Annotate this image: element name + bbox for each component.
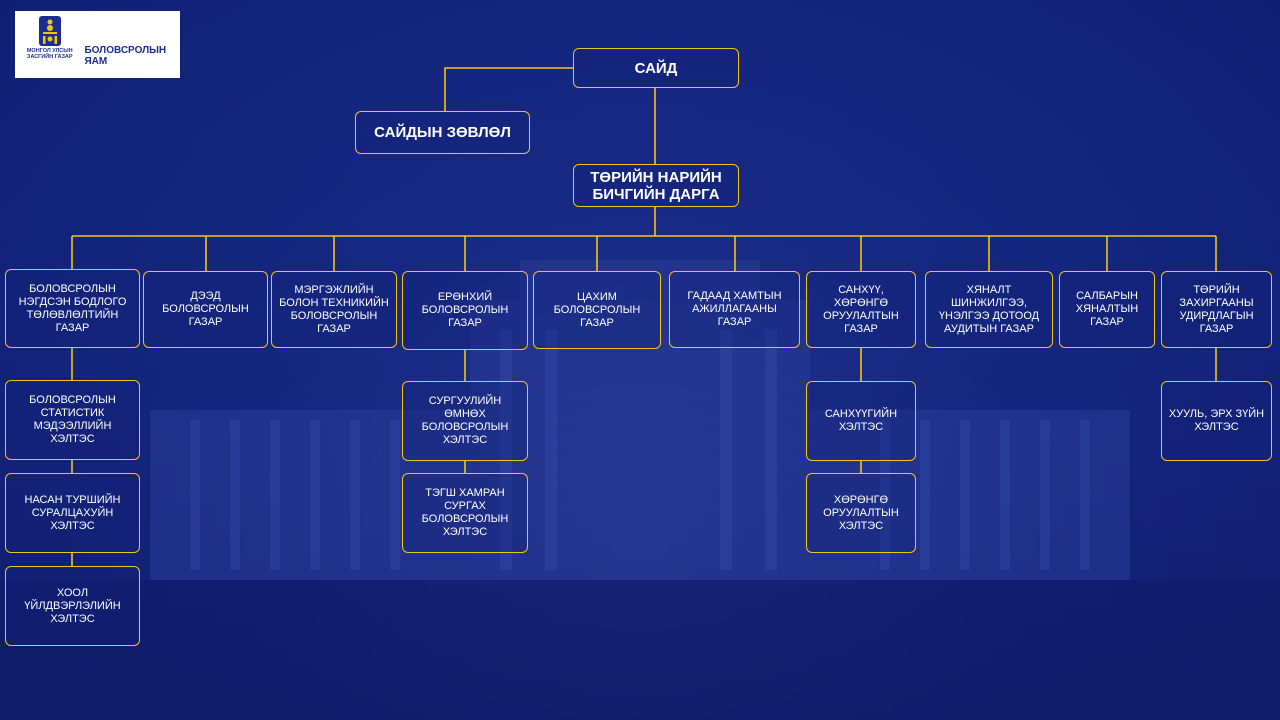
division-label: САНХҮҮГИЙН ХЭЛТЭС <box>824 408 898 433</box>
department-box: ЦАХИМ БОЛОВСРОЛЫН ГАЗАР <box>533 271 661 349</box>
division-label: НАСАН ТУРШИЙН СУРАЛЦАХУЙН ХЭЛТЭС <box>24 493 121 532</box>
department-box: МЭРГЭЖЛИЙН БОЛОН ТЕХНИКИЙН БОЛОВСРОЛЫН Г… <box>271 271 397 348</box>
state-secretary-label: ТӨРИЙН НАРИЙН БИЧГИЙН ДАРГА <box>590 168 722 203</box>
division-box: САНХҮҮГИЙН ХЭЛТЭС <box>806 381 916 461</box>
division-label: ХООЛ ҮЙЛДВЭРЛЭЛИЙН ХЭЛТЭС <box>24 586 121 625</box>
department-label: САЛБАРЫН ХЯНАЛТЫН ГАЗАР <box>1075 290 1139 328</box>
department-box: ЕРӨНХИЙ БОЛОВСРОЛЫН ГАЗАР <box>402 271 528 350</box>
division-label: ХӨРӨНГӨ ОРУУЛАЛТЫН ХЭЛТЭС <box>823 493 899 532</box>
department-box: ТӨРИЙН ЗАХИРГААНЫ УДИРДЛАГЫН ГАЗАР <box>1161 271 1272 348</box>
division-label: ХУУЛЬ, ЭРХ ЗҮЙН ХЭЛТЭС <box>1168 408 1265 433</box>
department-box: ДЭЭД БОЛОВСРОЛЫН ГАЗАР <box>143 271 268 348</box>
division-box: ТЭГШ ХАМРАН СУРГАХ БОЛОВСРОЛЫН ХЭЛТЭС <box>402 473 528 553</box>
department-label: ЕРӨНХИЙ БОЛОВСРОЛЫН ГАЗАР <box>421 291 509 329</box>
ministry-name: БОЛОВСРОЛЫН ЯАМ <box>84 44 167 67</box>
department-label: МЭРГЭЖЛИЙН БОЛОН ТЕХНИКИЙН БОЛОВСРОЛЫН Г… <box>279 283 389 335</box>
department-box: САЛБАРЫН ХЯНАЛТЫН ГАЗАР <box>1059 271 1155 348</box>
department-label: ЦАХИМ БОЛОВСРОЛЫН ГАЗАР <box>553 290 641 329</box>
minister-label: САЙД <box>634 59 678 77</box>
minister-box: САЙД <box>573 48 739 88</box>
department-label: БОЛОВСРОЛЫН НЭГДСЭН БОДЛОГО ТӨЛӨВЛӨЛТИЙН… <box>18 282 127 334</box>
emblem: МОНГОЛ УЛСЫН ЗАСГИЙН ГАЗАР <box>23 15 76 74</box>
department-label: ГАДААД ХАМТЫН АЖИЛЛАГААНЫ ГАЗАР <box>687 290 782 328</box>
department-box: САНХҮҮ, ХӨРӨНГӨ ОРУУЛАЛТЫН ГАЗАР <box>806 271 916 348</box>
department-label: ТӨРИЙН ЗАХИРГААНЫ УДИРДЛАГЫН ГАЗАР <box>1179 283 1254 335</box>
division-label: БОЛОВСРОЛЫН СТАТИСТИК МЭДЭЭЛЛИЙН ХЭЛТЭС <box>29 394 116 445</box>
department-label: САНХҮҮ, ХӨРӨНГӨ ОРУУЛАЛТЫН ГАЗАР <box>823 283 899 335</box>
division-box: ХУУЛЬ, ЭРХ ЗҮЙН ХЭЛТЭС <box>1161 381 1272 461</box>
division-box: ХӨРӨНГӨ ОРУУЛАЛТЫН ХЭЛТЭС <box>806 473 916 553</box>
division-box: БОЛОВСРОЛЫН СТАТИСТИК МЭДЭЭЛЛИЙН ХЭЛТЭС <box>5 380 140 460</box>
department-box: ГАДААД ХАМТЫН АЖИЛЛАГААНЫ ГАЗАР <box>669 271 800 348</box>
state-secretary-box: ТӨРИЙН НАРИЙН БИЧГИЙН ДАРГА <box>573 164 739 207</box>
emblem-caption: МОНГОЛ УЛСЫН ЗАСГИЙН ГАЗАР <box>26 47 73 60</box>
division-box: ХООЛ ҮЙЛДВЭРЛЭЛИЙН ХЭЛТЭС <box>5 566 140 646</box>
department-box: БОЛОВСРОЛЫН НЭГДСЭН БОДЛОГО ТӨЛӨВЛӨЛТИЙН… <box>5 269 140 348</box>
division-box: НАСАН ТУРШИЙН СУРАЛЦАХУЙН ХЭЛТЭС <box>5 473 140 553</box>
department-label: ДЭЭД БОЛОВСРОЛЫН ГАЗАР <box>162 290 249 328</box>
division-label: ТЭГШ ХАМРАН СУРГАХ БОЛОВСРОЛЫН ХЭЛТЭС <box>421 487 509 538</box>
department-label: ХЯНАЛТ ШИНЖИЛГЭЭ, ҮНЭЛГЭЭ ДОТООД АУДИТЫН… <box>938 283 1040 335</box>
minister-council-label: САЙДЫН ЗӨВЛӨЛ <box>374 124 511 141</box>
division-box: СУРГУУЛИЙН ӨМНӨХ БОЛОВСРОЛЫН ХЭЛТЭС <box>402 381 528 461</box>
ministry-logo: МОНГОЛ УЛСЫН ЗАСГИЙН ГАЗАР БОЛОВСРОЛЫН Я… <box>15 11 180 78</box>
soyombo-emblem-icon <box>38 15 61 46</box>
department-box: ХЯНАЛТ ШИНЖИЛГЭЭ, ҮНЭЛГЭЭ ДОТООД АУДИТЫН… <box>925 271 1053 348</box>
minister-council-box: САЙДЫН ЗӨВЛӨЛ <box>355 111 530 154</box>
division-label: СУРГУУЛИЙН ӨМНӨХ БОЛОВСРОЛЫН ХЭЛТЭС <box>421 395 509 446</box>
